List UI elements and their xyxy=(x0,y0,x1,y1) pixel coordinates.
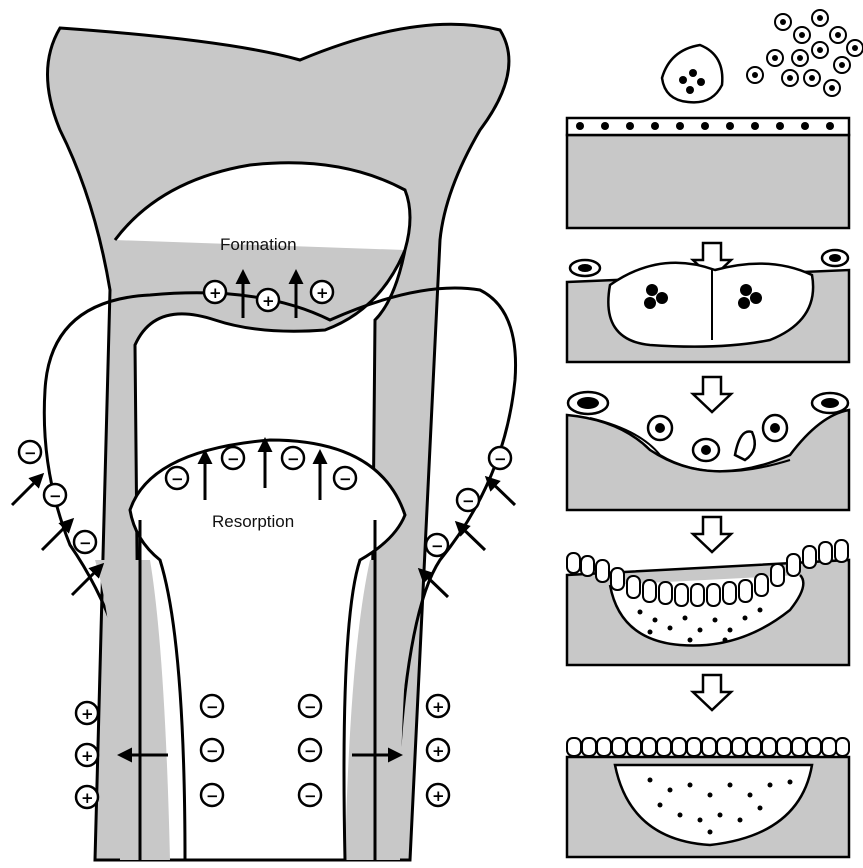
remodeling-panel-4 xyxy=(567,540,849,665)
plus-sign: + xyxy=(81,747,94,765)
bone-modeling-figure: Formation Resorption + + + − − − − − − − xyxy=(12,24,516,860)
down-arrow-icon xyxy=(693,675,731,710)
diagonal-arrow-icon xyxy=(457,523,485,550)
minus-sign: − xyxy=(431,537,444,555)
down-arrow-icon xyxy=(693,377,731,412)
down-arrow-icon xyxy=(693,517,731,552)
precursor-cells xyxy=(662,10,863,102)
minus-sign: − xyxy=(304,787,317,805)
minus-sign: − xyxy=(462,492,475,510)
plus-sign: + xyxy=(316,284,329,302)
minus-sign: − xyxy=(206,787,219,805)
remodeling-panel-1 xyxy=(567,118,849,228)
plus-sign: + xyxy=(81,705,94,723)
remodeling-panel-5 xyxy=(567,738,849,857)
minus-sign: − xyxy=(494,450,507,468)
remodeling-panel-2 xyxy=(567,250,849,362)
osteoblast-precursor-icon xyxy=(747,10,863,96)
minus-sign: − xyxy=(49,487,62,505)
osteoclast-icon xyxy=(608,263,813,347)
plus-sign: + xyxy=(81,789,94,807)
plus-sign: + xyxy=(262,292,275,310)
plus-sign: + xyxy=(209,284,222,302)
diagonal-arrow-icon xyxy=(12,475,42,505)
minus-sign: − xyxy=(24,444,37,462)
plus-sign: + xyxy=(432,742,445,760)
formation-label: Formation xyxy=(220,235,297,254)
minus-sign: − xyxy=(227,450,240,468)
minus-sign: − xyxy=(339,470,352,488)
minus-sign: − xyxy=(206,742,219,760)
diagonal-arrow-icon xyxy=(487,478,515,505)
resorption-label: Resorption xyxy=(212,512,294,531)
plus-sign: + xyxy=(432,787,445,805)
minus-sign: − xyxy=(79,534,92,552)
minus-sign: − xyxy=(206,698,219,716)
minus-sign: − xyxy=(304,742,317,760)
plus-sign: + xyxy=(432,698,445,716)
remodeling-sequence xyxy=(567,10,863,857)
minus-sign: − xyxy=(287,450,300,468)
minus-sign: − xyxy=(304,698,317,716)
minus-sign: − xyxy=(171,470,184,488)
lining-cell-row xyxy=(567,738,849,756)
